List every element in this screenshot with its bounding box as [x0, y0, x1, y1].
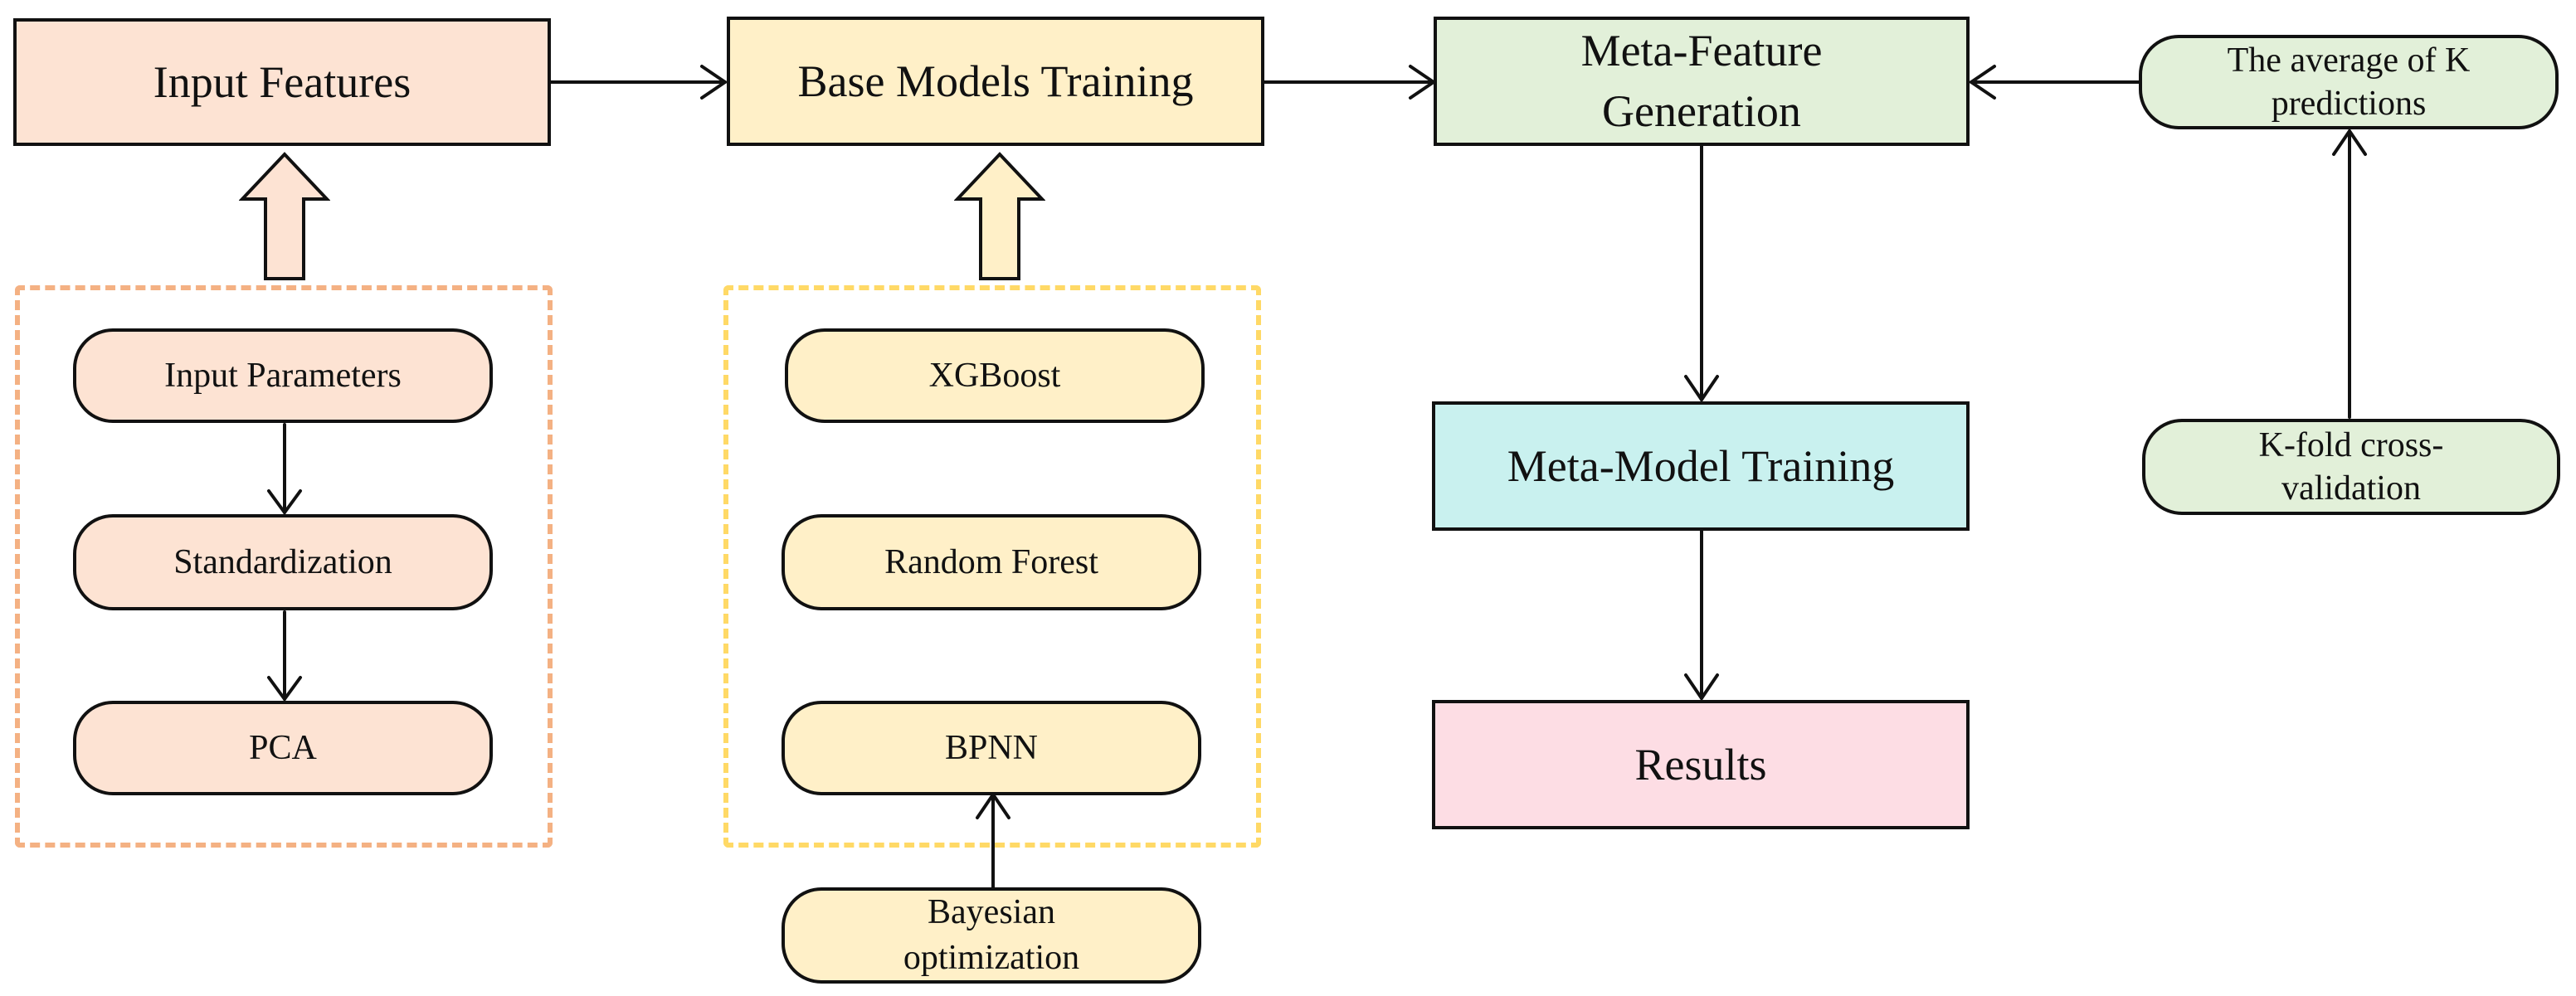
base-models-training-label: Base Models Training [797, 56, 1194, 106]
input-features-box: Input Features [13, 18, 551, 146]
base-models-group [723, 285, 1261, 848]
base-models-training-box: Base Models Training [727, 17, 1264, 146]
bayesian-optimization-label: Bayesian optimization [903, 893, 1080, 977]
random-forest-pill: Random Forest [782, 514, 1201, 610]
xgboost-label: XGBoost [928, 356, 1061, 395]
k-fold-cross-validation-pill: K-fold cross-validation [2142, 419, 2560, 515]
meta-feature-generation-box: Meta-Feature Generation [1434, 17, 1970, 146]
standardization-pill: Standardization [73, 514, 493, 610]
xgboost-pill: XGBoost [785, 328, 1205, 423]
input-parameters-label: Input Parameters [164, 356, 402, 395]
hollow-up-arrow-input [239, 152, 330, 280]
average-k-predictions-label: The average of K predictions [2227, 41, 2471, 124]
input-parameters-pill: Input Parameters [73, 328, 493, 423]
standardization-label: Standardization [173, 542, 392, 581]
bpnn-label: BPNN [944, 728, 1039, 767]
bpnn-pill: BPNN [782, 701, 1201, 795]
k-fold-cross-validation-label: K-fold cross-validation [2258, 425, 2444, 508]
meta-model-training-box: Meta-Model Training [1432, 401, 1970, 531]
input-features-label: Input Features [153, 57, 411, 107]
average-k-predictions-pill: The average of K predictions [2139, 35, 2559, 129]
pca-pill: PCA [73, 701, 493, 795]
bayesian-optimization-pill: Bayesian optimization [782, 887, 1201, 984]
random-forest-label: Random Forest [884, 542, 1098, 581]
meta-feature-generation-label: Meta-Feature Generation [1580, 26, 1823, 136]
meta-model-training-label: Meta-Model Training [1507, 441, 1895, 491]
pca-label: PCA [249, 728, 317, 767]
preprocessing-group [15, 285, 553, 848]
hollow-up-arrow-base [954, 152, 1045, 280]
results-box: Results [1432, 700, 1970, 829]
results-label: Results [1634, 740, 1767, 790]
